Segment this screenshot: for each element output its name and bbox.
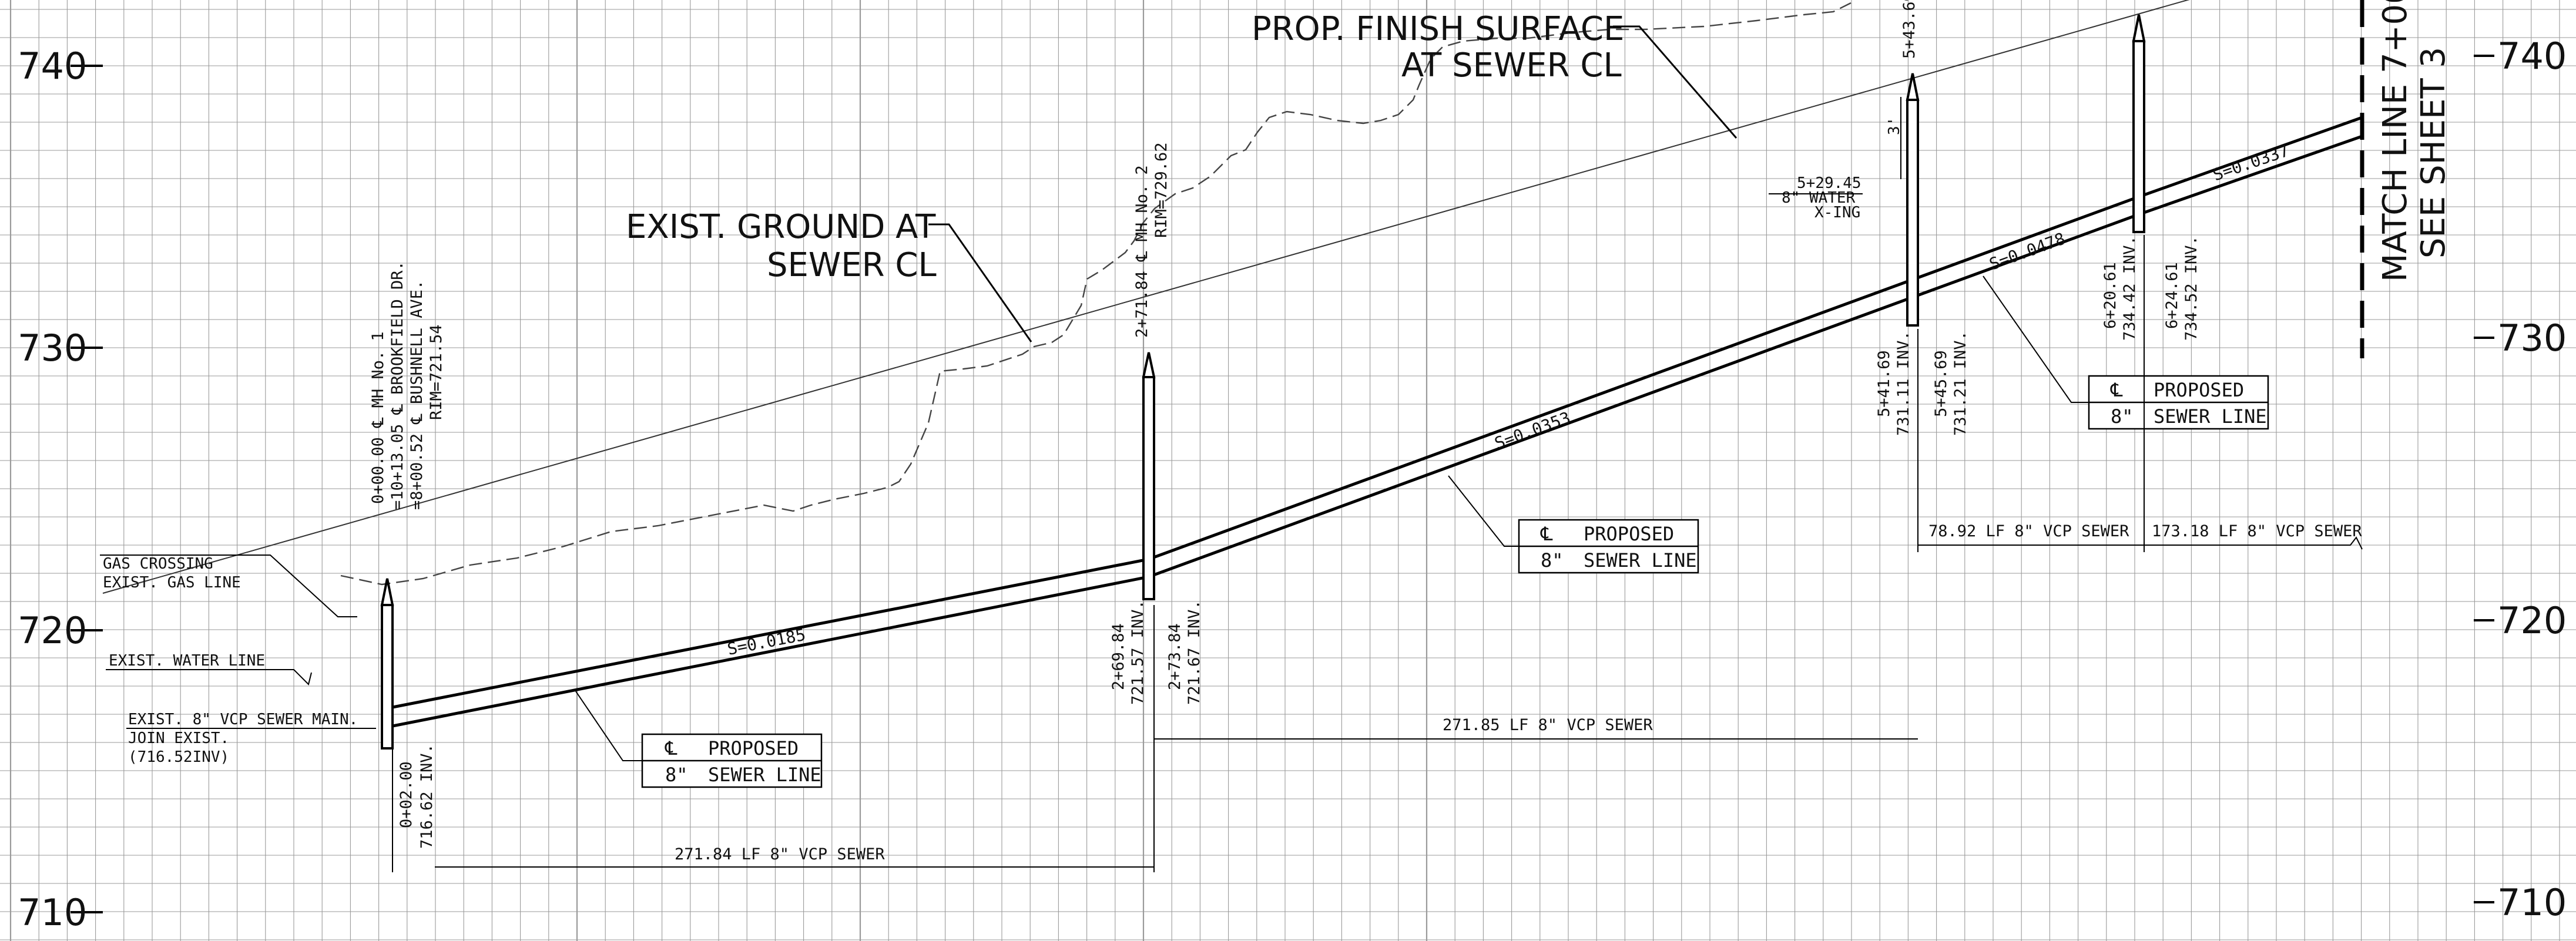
svg-text:℄: ℄ xyxy=(665,737,677,759)
exist-ground-label-2: SEWER CL xyxy=(767,246,937,284)
profile-titles: PROP. FINISH SURFACE AT SEWER CL EXIST. … xyxy=(626,0,2453,342)
proposed-finish-surface-line xyxy=(102,0,2190,594)
inv-6-20-elev: 734.42 INV. xyxy=(2121,236,2139,341)
manhole-callouts: 0+00.00 ℄ MH No. 1 =10+13.05 ℄ BROOKFIEL… xyxy=(369,0,2201,849)
elev-740-right: 740 xyxy=(2497,35,2567,78)
dim-173-18: 173.18 LF 8" VCP SEWER xyxy=(2152,522,2362,540)
mh3-station: 5+43.69 xyxy=(1900,0,1918,59)
svg-text:8": 8" xyxy=(665,764,688,786)
sewer-line-tags: ℄ PROPOSED 8" SEWER LINE ℄ PROPOSED 8" S… xyxy=(575,275,2269,788)
water-crossing-label-3: X-ING xyxy=(1814,204,1860,221)
inv-0-02-station: 0+02.00 xyxy=(397,761,415,828)
water-crossing-label-2: 8" WATER xyxy=(1782,189,1856,207)
elev-720-left: 720 xyxy=(18,609,87,652)
manhole-4 xyxy=(2132,40,2145,233)
mh2-rim: RIM=729.62 xyxy=(1152,142,1170,238)
elev-710-right: 710 xyxy=(2497,881,2567,924)
sewer-main-label-1: EXIST. 8" VCP SEWER MAIN. xyxy=(128,711,358,728)
existing-ground-profile xyxy=(340,2,1852,586)
elevation-labels-left: 740 730 720 710 xyxy=(18,45,87,934)
mh1-station: 0+00.00 ℄ MH No. 1 xyxy=(369,331,387,504)
dim-271-85: 271.85 LF 8" VCP SEWER xyxy=(1443,716,1653,734)
svg-text:℄: ℄ xyxy=(1540,523,1553,545)
dim-78-92: 78.92 LF 8" VCP SEWER xyxy=(1928,522,2129,540)
elev-730-right: 730 xyxy=(2497,317,2567,359)
elevation-labels-right: 740 730 720 710 xyxy=(2497,35,2567,924)
clearance-label: 3' xyxy=(1886,117,1903,135)
sewer-main-label-2: JOIN EXIST. xyxy=(128,730,229,747)
svg-text:PROPOSED: PROPOSED xyxy=(2154,379,2244,401)
elev-740-left: 740 xyxy=(18,45,87,88)
inv-5-45-station: 5+45.69 xyxy=(1932,350,1950,417)
manhole-2 xyxy=(1142,376,1155,600)
water-crossing-label-1: 5+29.45 xyxy=(1797,174,1861,192)
svg-text:℄: ℄ xyxy=(2110,379,2123,401)
sewer-tag-2: ℄ PROPOSED 8" SEWER LINE xyxy=(1448,475,1699,574)
svg-text:8": 8" xyxy=(1541,549,1564,572)
elev-730-left: 730 xyxy=(18,327,87,369)
mh1-bushnell: =8+00.52 ℄ BUSHNELL AVE. xyxy=(408,280,426,510)
manhole-structures xyxy=(380,14,2146,750)
see-sheet-label: SEE SHEET 3 xyxy=(2414,47,2453,258)
inv-5-41-station: 5+41.69 xyxy=(1875,350,1893,417)
inv-5-45-elev: 731.21 INV. xyxy=(1951,331,1970,436)
inv-0-02-elev: 716.62 INV. xyxy=(418,744,436,849)
sewer-tag-3: ℄ PROPOSED 8" SEWER LINE xyxy=(1983,275,2269,430)
gas-line-label: EXIST. GAS LINE xyxy=(103,574,241,592)
svg-text:SEWER LINE: SEWER LINE xyxy=(2154,405,2267,428)
prop-finish-label-2: AT SEWER CL xyxy=(1401,46,1622,85)
svg-text:SEWER LINE: SEWER LINE xyxy=(1584,549,1697,572)
elev-720-right: 720 xyxy=(2497,599,2567,642)
inv-2-69-elev: 721.57 INV. xyxy=(1129,600,1147,705)
mh1-rim: RIM=721.54 xyxy=(427,324,445,420)
dimension-labels: 271.84 LF 8" VCP SEWER 271.85 LF 8" VCP … xyxy=(675,522,2362,863)
manhole-1 xyxy=(381,604,394,750)
inv-2-69-station: 2+69.84 xyxy=(1109,623,1128,690)
water-line-label: EXIST. WATER LINE xyxy=(109,652,265,670)
mh2-station: 2+71.84 ℄ MH No. 2 xyxy=(1133,165,1151,338)
inv-6-20-station: 6+20.61 xyxy=(2101,262,2119,329)
mh1-brookfield: =10+13.05 ℄ BROOKFIELD DR. xyxy=(388,261,407,510)
svg-text:8": 8" xyxy=(2111,405,2134,428)
elevation-ticks xyxy=(71,55,2494,913)
existing-utility-labels: GAS CROSSING EXIST. GAS LINE EXIST. WATE… xyxy=(100,97,1903,766)
svg-text:PROPOSED: PROPOSED xyxy=(708,737,799,759)
inv-5-41-elev: 731.11 INV. xyxy=(1894,331,1913,436)
sewer-tag-1: ℄ PROPOSED 8" SEWER LINE xyxy=(575,691,823,788)
svg-text:PROPOSED: PROPOSED xyxy=(1584,523,1674,545)
svg-text:SEWER LINE: SEWER LINE xyxy=(708,764,821,786)
gas-crossing-label: GAS CROSSING xyxy=(103,555,213,573)
inv-6-24-elev: 734.52 INV. xyxy=(2182,236,2201,341)
match-line-label: MATCH LINE 7+00 xyxy=(2376,0,2414,282)
prop-finish-label-1: PROP. FINISH SURFACE xyxy=(1252,10,1624,48)
inv-2-73-station: 2+73.84 xyxy=(1166,623,1184,690)
elev-710-left: 710 xyxy=(18,891,87,934)
inv-6-24-station: 6+24.61 xyxy=(2163,262,2181,329)
sewer-main-label-3: (716.52INV) xyxy=(128,748,229,766)
dimension-lines xyxy=(392,235,2363,872)
dim-271-84: 271.84 LF 8" VCP SEWER xyxy=(675,845,885,863)
manhole-3 xyxy=(1906,99,1919,327)
inv-2-73-elev: 721.67 INV. xyxy=(1185,600,1203,705)
exist-ground-label-1: EXIST. GROUND AT xyxy=(626,208,936,246)
